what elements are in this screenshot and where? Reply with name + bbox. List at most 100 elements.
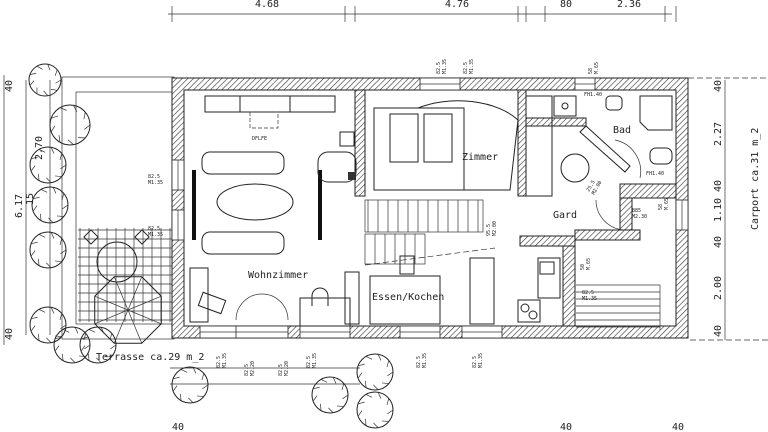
stair-outline — [364, 199, 484, 233]
tree — [356, 353, 394, 391]
tree-branch — [180, 369, 188, 373]
room-label-essen-kochen: Essen/Kochen — [372, 292, 444, 303]
tree-branch — [46, 337, 52, 343]
svg-text:82.5: 82.5 — [278, 364, 284, 376]
svg-text:82.5: 82.5 — [148, 174, 160, 180]
furniture — [189, 95, 673, 327]
room-label-zimmer: Zimmer — [462, 152, 498, 163]
svg-text:M1.35: M1.35 — [312, 353, 318, 368]
tree-branch — [54, 336, 62, 340]
parasol-rib — [127, 276, 143, 311]
tree-branch — [88, 329, 96, 333]
tree — [28, 63, 62, 97]
opening-label: 25.5M2.00 — [586, 180, 604, 196]
tree-branch — [30, 165, 36, 172]
dim-top-2: 4.76 — [445, 0, 469, 10]
tree-branch — [43, 90, 49, 96]
tree-branch — [38, 258, 40, 266]
tree-branch — [59, 313, 63, 321]
tree-branch — [328, 407, 334, 413]
tree-branch — [180, 393, 182, 401]
parasol-rib — [94, 309, 129, 325]
parasol — [94, 276, 162, 344]
tree-branch — [61, 193, 65, 201]
dim-left-4: 6.17 — [14, 194, 25, 218]
tree-branch — [38, 173, 40, 181]
tree-branch — [38, 309, 46, 313]
svg-text:82.5: 82.5 — [582, 290, 594, 296]
left-dimension-line: 40 2.70 15 6.17 40 — [3, 75, 51, 345]
tree-branch — [32, 205, 38, 212]
tree-branch — [59, 107, 67, 111]
tree-branch — [62, 353, 64, 361]
tree-branch — [54, 69, 58, 76]
tree-branch — [80, 336, 88, 340]
tree-branch — [365, 356, 373, 360]
opening-label: 82.5M1.35 — [148, 226, 163, 238]
svg-text:M1.35: M1.35 — [442, 59, 448, 74]
dim-left-2: 2.70 — [34, 136, 45, 160]
svg-text:82.5: 82.5 — [463, 62, 469, 74]
tree-branch — [59, 238, 63, 246]
tree-branch — [387, 409, 394, 415]
terrace-label: Terrasse ca.29 m_2 — [96, 352, 204, 363]
sill-height-label: FH1.40 — [646, 171, 664, 177]
tree-branch — [382, 382, 389, 384]
trees — [28, 63, 394, 429]
tree-branch — [60, 164, 67, 170]
tree-branch — [50, 307, 55, 314]
tree-branch — [54, 345, 60, 352]
tree — [356, 391, 394, 429]
tree-branch — [55, 79, 62, 84]
parasol-rib — [113, 309, 129, 344]
tree-branch — [74, 327, 79, 334]
parasol-rib — [127, 309, 143, 344]
tree-branch — [83, 333, 87, 341]
dim-left-3: 15 — [25, 193, 36, 205]
svg-text:50: 50 — [580, 264, 586, 270]
tree-branch — [52, 187, 57, 194]
svg-text:885: 885 — [632, 208, 641, 214]
tree-branch — [386, 360, 390, 368]
tree-branch — [38, 149, 46, 153]
tree-branch — [100, 327, 105, 334]
tree-branch — [30, 241, 38, 245]
tree-branch — [109, 333, 113, 341]
tree-branch — [57, 215, 64, 217]
tree-branch — [365, 380, 367, 388]
tree-branch — [50, 232, 55, 239]
opening-label: 82.5M1.35 — [148, 174, 163, 186]
tree-branch — [40, 213, 42, 221]
staircase — [364, 199, 484, 265]
svg-text:58: 58 — [588, 68, 594, 74]
terrace: Terrasse ca.29 m_2 — [61, 76, 360, 385]
tree-branch — [377, 392, 382, 399]
tree-branch — [50, 88, 58, 91]
tree-branch — [332, 377, 337, 384]
tree-branch — [80, 345, 86, 352]
room-label-wohnzimmer: Wohnzimmer — [248, 270, 308, 281]
tree-branch — [387, 371, 394, 377]
tree-branch — [342, 394, 349, 400]
tree-branch — [382, 420, 389, 422]
tree-branch — [365, 418, 367, 426]
dim-bottom-3: 40 — [672, 422, 684, 432]
room-label-bad: Bad — [613, 125, 631, 136]
tree-branch — [357, 401, 365, 405]
parasol-rib — [94, 295, 129, 311]
svg-text:M1.35: M1.35 — [469, 59, 475, 74]
svg-text:M.65: M.65 — [586, 258, 592, 270]
tree-branch — [60, 324, 67, 330]
tree-branch — [30, 325, 36, 332]
tree-branch — [172, 385, 178, 392]
dim-right-6: 2.00 — [713, 276, 724, 300]
sill-height-label: FH1.40 — [584, 92, 602, 98]
right-dimension-line: 40 2.27 40 1.10 40 2.00 40 Carport ca.31… — [688, 77, 768, 341]
tree-branch — [202, 384, 209, 390]
